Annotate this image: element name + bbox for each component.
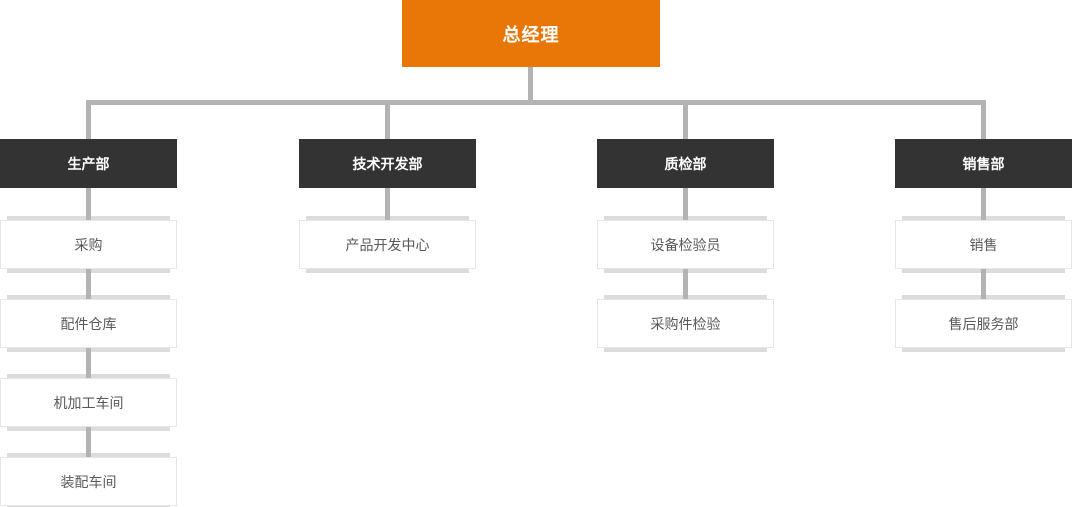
org-node-tech-development-dept: 技术开发部 [299,139,476,188]
connector-main-horizontal [86,100,986,105]
connector-tech-dev-child1 [385,188,390,220]
connector-production-child3 [86,348,91,378]
org-node-purchasing: 采购 [0,216,177,273]
org-node-quality-inspection-dept: 质检部 [597,139,774,188]
org-node-purchased-parts-inspection: 采购件检验 [597,295,774,352]
org-node-production-dept: 生产部 [0,139,177,188]
org-node-general-manager: 总经理 [402,0,660,67]
connector-drop-tech-dev [385,105,390,139]
connector-quality-child1 [683,188,688,220]
org-node-assembly-workshop: 装配车间 [0,453,177,507]
org-node-equipment-inspector: 设备检验员 [597,216,774,273]
connector-production-child2 [86,269,91,299]
connector-drop-sales-dept [981,105,986,139]
org-node-after-sales-service: 售后服务部 [895,295,1072,352]
org-node-sales: 销售 [895,216,1072,273]
connector-production-child1 [86,188,91,220]
connector-sales-child1 [981,188,986,220]
connector-production-child4 [86,427,91,457]
org-node-product-dev-center: 产品开发中心 [299,216,476,273]
org-node-sales-dept: 销售部 [895,139,1072,188]
connector-sales-child2 [981,269,986,299]
org-node-parts-warehouse: 配件仓库 [0,295,177,352]
connector-root-drop [528,67,533,100]
connector-drop-quality [683,105,688,139]
connector-drop-production [86,105,91,139]
org-node-machining-workshop: 机加工车间 [0,374,177,431]
connector-quality-child2 [683,269,688,299]
